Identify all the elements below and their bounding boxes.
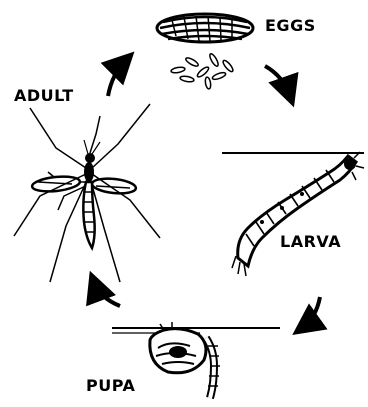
eggs-label: EGGS (265, 16, 316, 35)
loose-eggs-icon (171, 53, 235, 90)
arrow-larva-to-pupa (302, 297, 320, 328)
larva-label: LARVA (280, 232, 341, 251)
arrow-eggs-to-larva (265, 66, 290, 96)
egg-raft-icon (157, 14, 253, 42)
arrow-pupa-to-adult (94, 282, 120, 306)
adult-label: ADULT (14, 86, 74, 105)
pupa-label: PUPA (86, 376, 135, 395)
mosquito-icon (14, 104, 160, 282)
larva-icon (222, 152, 364, 276)
pupa-icon (112, 322, 280, 398)
arrow-adult-to-eggs (108, 60, 126, 96)
